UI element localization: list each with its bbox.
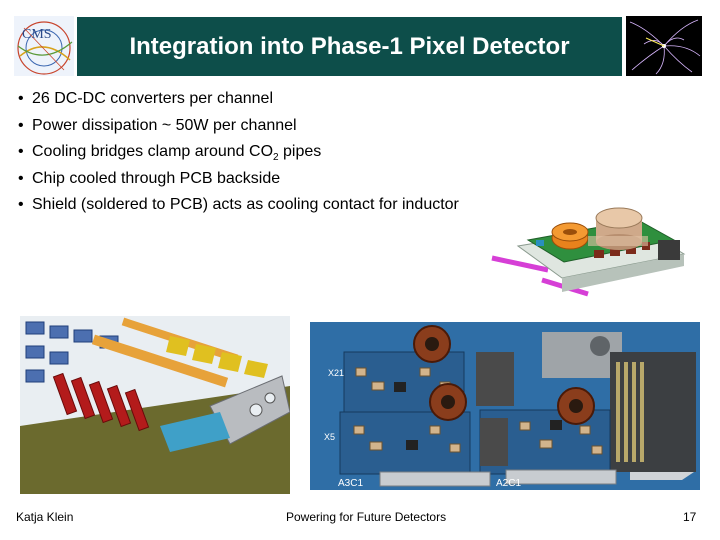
- bullet-item: •Chip cooled through PCB backside: [18, 169, 281, 187]
- bullet-item: •26 DC-DC converters per channel: [18, 90, 273, 107]
- photo-label-a2c1: A2C1: [496, 478, 521, 489]
- footer-author: Katja Klein: [16, 510, 74, 524]
- logo-text: CMS: [22, 27, 52, 42]
- slide-title: Integration into Phase-1 Pixel Detector: [129, 32, 570, 60]
- title-bar: Integration into Phase-1 Pixel Detector: [77, 17, 622, 76]
- photo-label-x21: X21: [328, 368, 344, 378]
- page-number: 17: [683, 510, 697, 524]
- bullet-list: •26 DC-DC converters per channel •Power …: [18, 86, 459, 219]
- pixel-detector-cad-image: [20, 316, 291, 494]
- converter-render-image: [488, 196, 688, 300]
- bullet-item: •Shield (soldered to PCB) acts as coolin…: [18, 196, 459, 213]
- cms-logo: CMS: [14, 16, 74, 76]
- photo-label-a3c1: A3C1: [338, 478, 363, 489]
- bullet-item: •Power dissipation ~ 50W per channel: [18, 116, 297, 134]
- event-display-image: [626, 16, 702, 76]
- photo-label-x5: X5: [324, 432, 335, 442]
- bullet-item: •Cooling bridges clamp around CO2 pipes: [18, 143, 322, 164]
- converter-boards-photo: X21 A3C1 A2C1 X5: [310, 322, 700, 490]
- footer-talk-title: Powering for Future Detectors: [286, 510, 447, 524]
